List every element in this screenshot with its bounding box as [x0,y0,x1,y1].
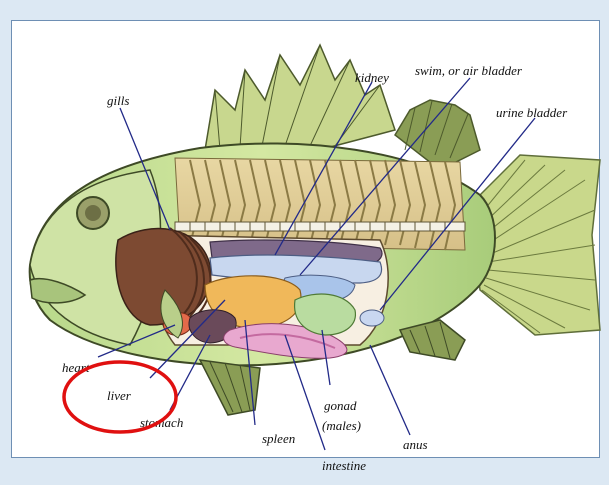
label-intestine: intestine [322,458,366,473]
label-urine-bladder: urine bladder [496,105,568,120]
label-liver: liver [107,388,132,403]
label-swim-bladder: swim, or air bladder [415,63,523,78]
pupil [85,205,101,221]
label-gonad: gonad [324,398,357,413]
label-gills: gills [107,93,129,108]
label-kidney: kidney [355,70,389,85]
spine [175,222,465,231]
urine-bladder-organ [360,310,384,326]
label-spleen: spleen [262,431,295,446]
label-gonad-males: (males) [322,418,361,433]
label-anus: anus [403,437,428,452]
